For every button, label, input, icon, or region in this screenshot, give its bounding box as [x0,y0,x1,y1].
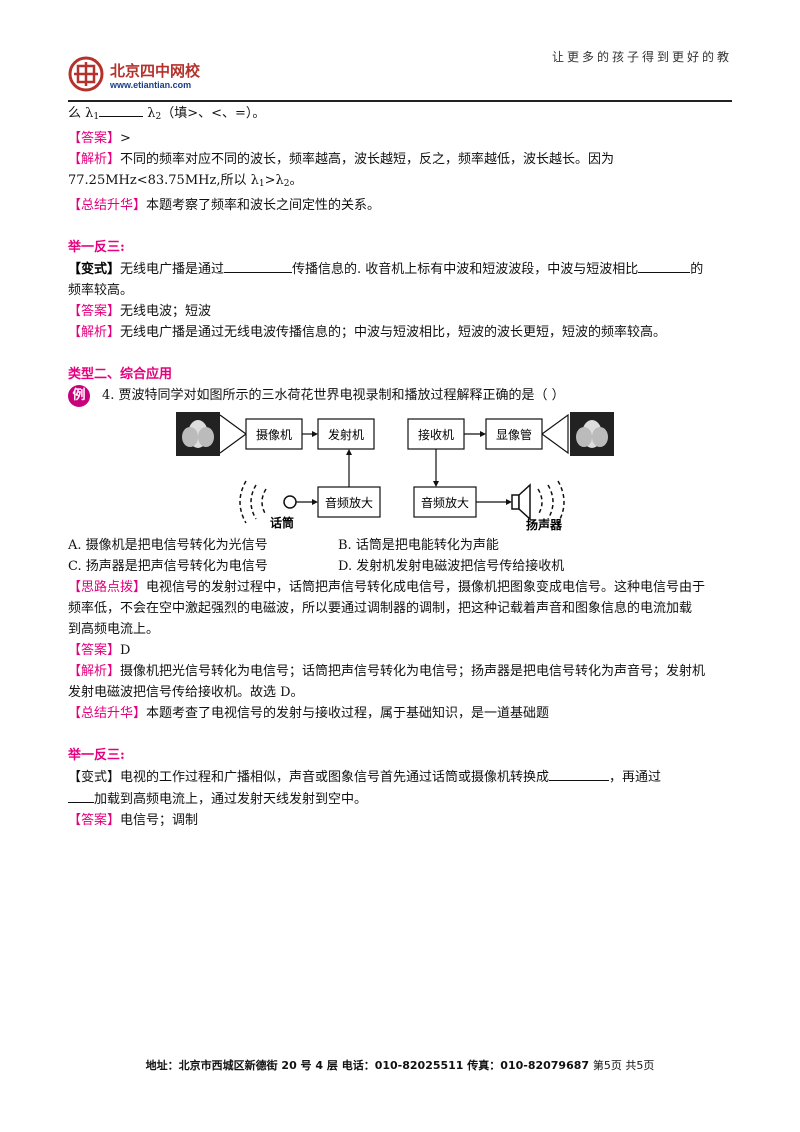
blank [224,258,293,273]
prev-summary: 【总结升华】本题考察了频率和波长之间定性的关系。 [68,198,381,213]
hint: 【思路点拨】电视信号的发射过程中，话筒把声信号转化成电信号，摄像机把图象变成电信… [68,580,706,595]
hint-cont-1: 频率低，不会在空中激起强烈的电磁波，所以要通过调制器的调制，把这种记载着声音和图… [68,601,693,616]
footer-address: 地址：北京市西城区新德街 20 号 4 层 电话：010-82025511 传真… [145,1059,590,1072]
page-footer: 地址：北京市西城区新德街 20 号 4 层 电话：010-82025511 传真… [0,1057,800,1073]
blank [638,258,691,273]
page-number: 第5页 共5页 [592,1059,655,1072]
variant1-heading: 举一反三: [68,240,125,255]
camera-box [245,418,303,450]
microphone-icon [283,495,297,509]
option-a: A. 摄像机是把电信号转化为光信号 [68,538,268,553]
speaker-label: 扬声器 [526,517,563,531]
page-content: 么 λ1 λ2（填>、<、=）。 【答案】> 【解析】不同的频率对应不同的波长，… [68,102,732,831]
options-row-1: A. 摄像机是把电信号转化为光信号 B. 话筒是把电能转化为声能 [68,535,732,556]
microphone-label: 话筒 [270,515,294,530]
variant2-heading: 举一反三: [68,748,125,763]
example-summary: 【总结升华】本题考查了电视信号的发射与接收过程，属于基础知识，是一道基础题 [68,706,550,721]
sound-wave-icon [261,488,267,516]
variant1-analysis: 【解析】无线电广播是通过无线电波传播信息的；中波与短波相比，短波的波长更短，短波… [68,325,667,340]
receiver-label: 接收机 [418,427,454,442]
variant1-question-cont: 频率较高。 [68,283,134,298]
page-header: 北京四中网校 www.etiantian.com 让更多的孩子得到更好的教 [68,48,732,102]
display-label: 显像管 [496,427,532,442]
prev-analysis-cont: 77.25MHz<83.75MHz,所以 λ1>λ2。 [68,173,303,189]
prev-answer: 【答案】> [68,131,131,146]
options-row-2: C. 扬声器是把声信号转化为电信号 D. 发射机发射电磁波把信号传给接收机 [68,556,732,577]
variant1-question: 【变式】无线电广播是通过传播信息的. 收音机上标有中波和短波波段，中波与短波相比… [68,258,732,280]
example-analysis: 【解析】摄像机把光信号转化为电信号；话筒把声信号转化为电信号；扬声器是把电信号转… [68,664,706,679]
camera-label: 摄像机 [256,427,292,442]
type2-heading: 类型二、综合应用 [68,367,173,382]
tv-signal-diagram: 摄像机 发射机 接收机 显像管 音频放大 音频放大 [176,412,614,531]
variant1-answer: 【答案】无线电波；短波 [68,304,212,319]
speaker-icon [511,494,520,510]
blank [68,788,94,803]
variant2-question: 【变式】电视的工作过程和广播相似，声音或图象信号首先通过话筒或摄像机转换成，再通… [68,766,732,788]
display-box [485,418,543,450]
example-answer: 【答案】D [68,643,131,658]
audio-amp-left-box [317,486,381,518]
example-analysis-cont: 发射电磁波把信号传给接收机。故选 D。 [68,685,304,700]
logo-url: www.etiantian.com [110,80,192,90]
logo-text: 北京四中网校 [110,62,201,80]
variant2-question-cont: 加载到高频电流上，通过发射天线发射到空中。 [68,788,732,810]
blank [99,102,144,117]
hint-cont-2: 到高频电流上。 [68,622,160,637]
prev-analysis: 【解析】不同的频率对应不同的波长，频率越高，波长越短，反之，频率越低，波长越长。… [68,152,615,167]
prev-question-line: 么 λ1 λ2（填>、<、=）。 [68,102,732,128]
transmitter-label: 发射机 [328,427,364,442]
example-badge: 例 [68,385,90,407]
option-c: C. 扬声器是把声信号转化为电信号 [68,559,268,574]
option-d: D. 发射机发射电磁波把信号传给接收机 [338,559,565,574]
audio-amp-right-label: 音频放大 [421,495,469,510]
transmitter-box [317,418,375,450]
header-slogan: 让更多的孩子得到更好的教 [551,50,732,64]
audio-amp-right-box [413,486,477,518]
header-divider [68,100,732,102]
variant2-answer: 【答案】电信号；调制 [68,813,199,828]
option-b: B. 话筒是把电能转化为声能 [338,538,499,553]
audio-amp-left-label: 音频放大 [325,495,373,510]
school-logo-icon [68,56,104,92]
blank [549,766,610,781]
